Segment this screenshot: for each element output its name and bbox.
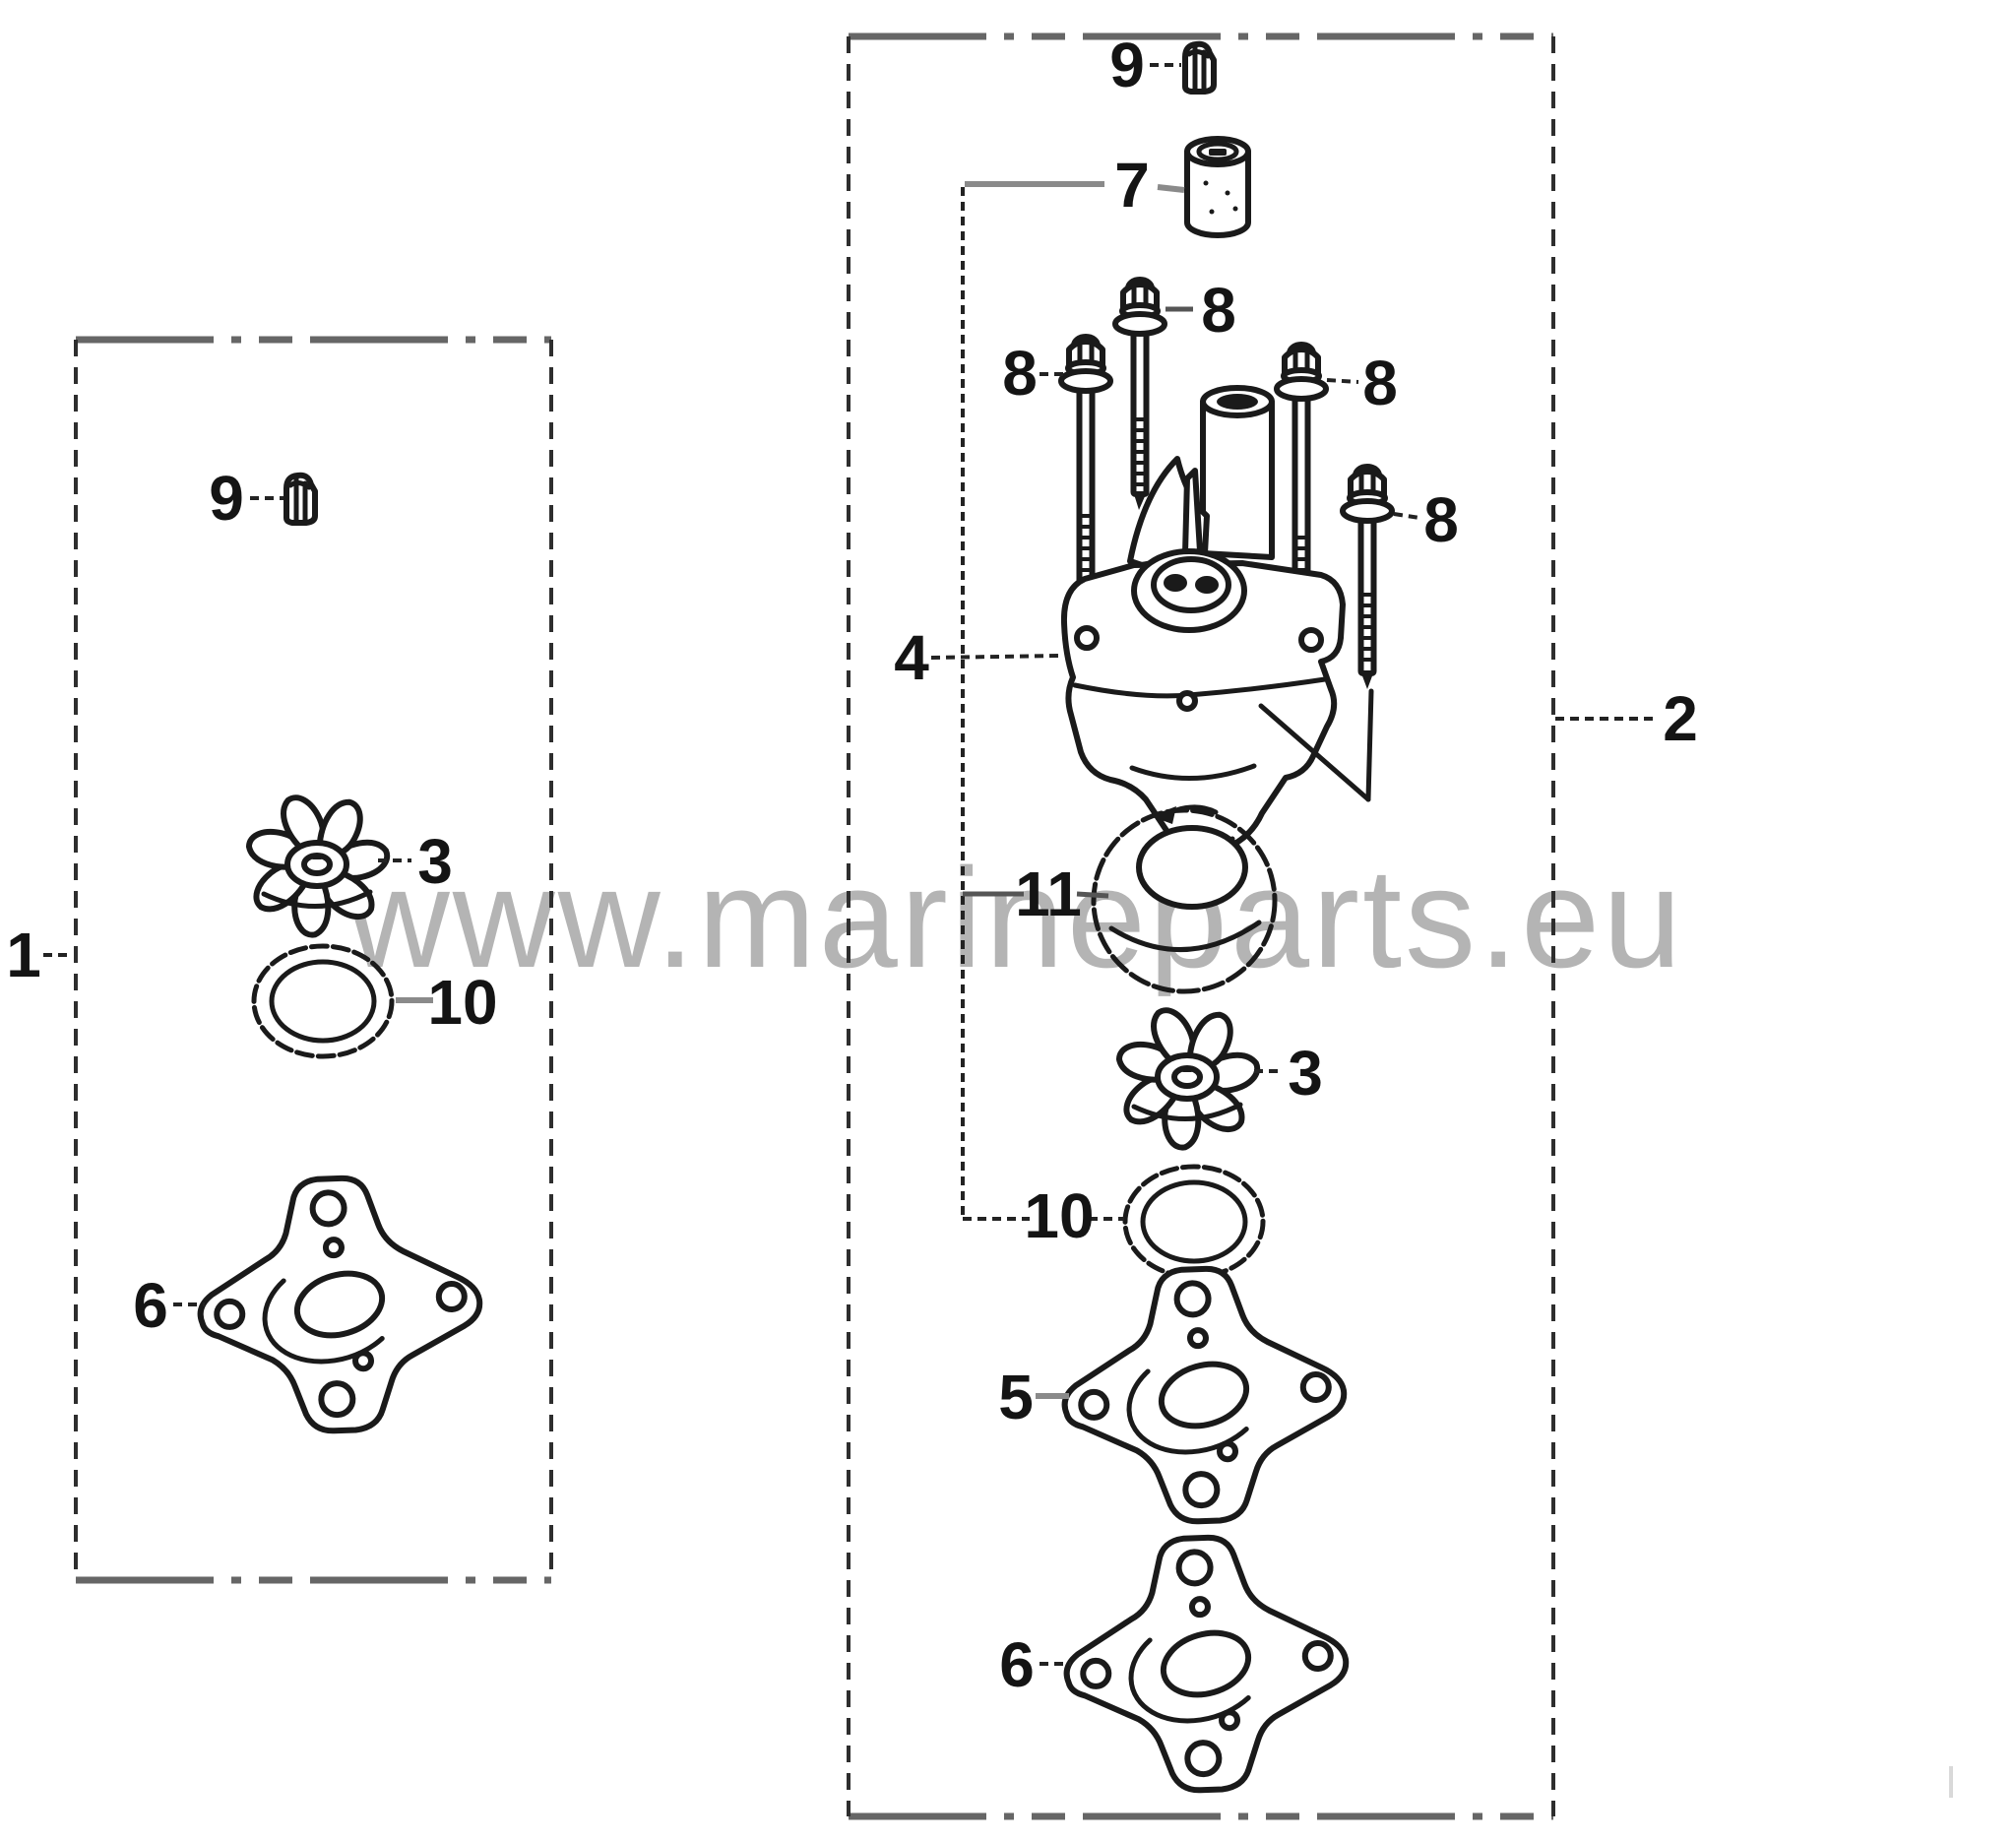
callout-k2-6: 6: [999, 1629, 1035, 1700]
leader-lines: [43, 63, 1656, 1666]
pump-housing: [1060, 385, 1374, 856]
callout-kit-2: 2: [1663, 683, 1698, 754]
callout-k2-3: 3: [1288, 1038, 1323, 1109]
callout-k2-8a: 8: [1002, 338, 1038, 409]
callout-labels: 1 2 9 3 10 6 9 7 8 8 8 8 4 11 3 10 5 6: [6, 30, 1698, 1700]
callout-k1-3: 3: [417, 826, 453, 897]
kit-2-bushing: [1187, 139, 1248, 235]
callout-k2-9: 9: [1109, 30, 1145, 100]
kit-2-grommet: [1185, 44, 1214, 92]
bolt-b: [1115, 280, 1165, 510]
callout-k2-4: 4: [894, 622, 929, 693]
callout-bracket: [961, 181, 1185, 1221]
kit-1-grommet: [286, 476, 315, 523]
watermark-text: www.marineparts.eu: [346, 839, 1685, 997]
callout-k2-10: 10: [1024, 1180, 1094, 1251]
callout-k1-9: 9: [209, 463, 244, 534]
callout-k1-10: 10: [427, 967, 497, 1038]
bolt-d: [1343, 467, 1392, 689]
callout-k2-8d: 8: [1423, 484, 1459, 555]
callout-k2-8c: 8: [1362, 348, 1398, 418]
kit-2-box: [847, 32, 1555, 1820]
callout-kit-1: 1: [6, 920, 41, 990]
callout-k2-5: 5: [998, 1362, 1034, 1432]
callout-k2-7: 7: [1114, 150, 1150, 221]
callout-k2-11: 11: [1015, 858, 1082, 929]
callout-k1-6: 6: [133, 1270, 168, 1341]
callout-k2-8b: 8: [1201, 275, 1236, 346]
kit-1-box: [74, 336, 553, 1584]
